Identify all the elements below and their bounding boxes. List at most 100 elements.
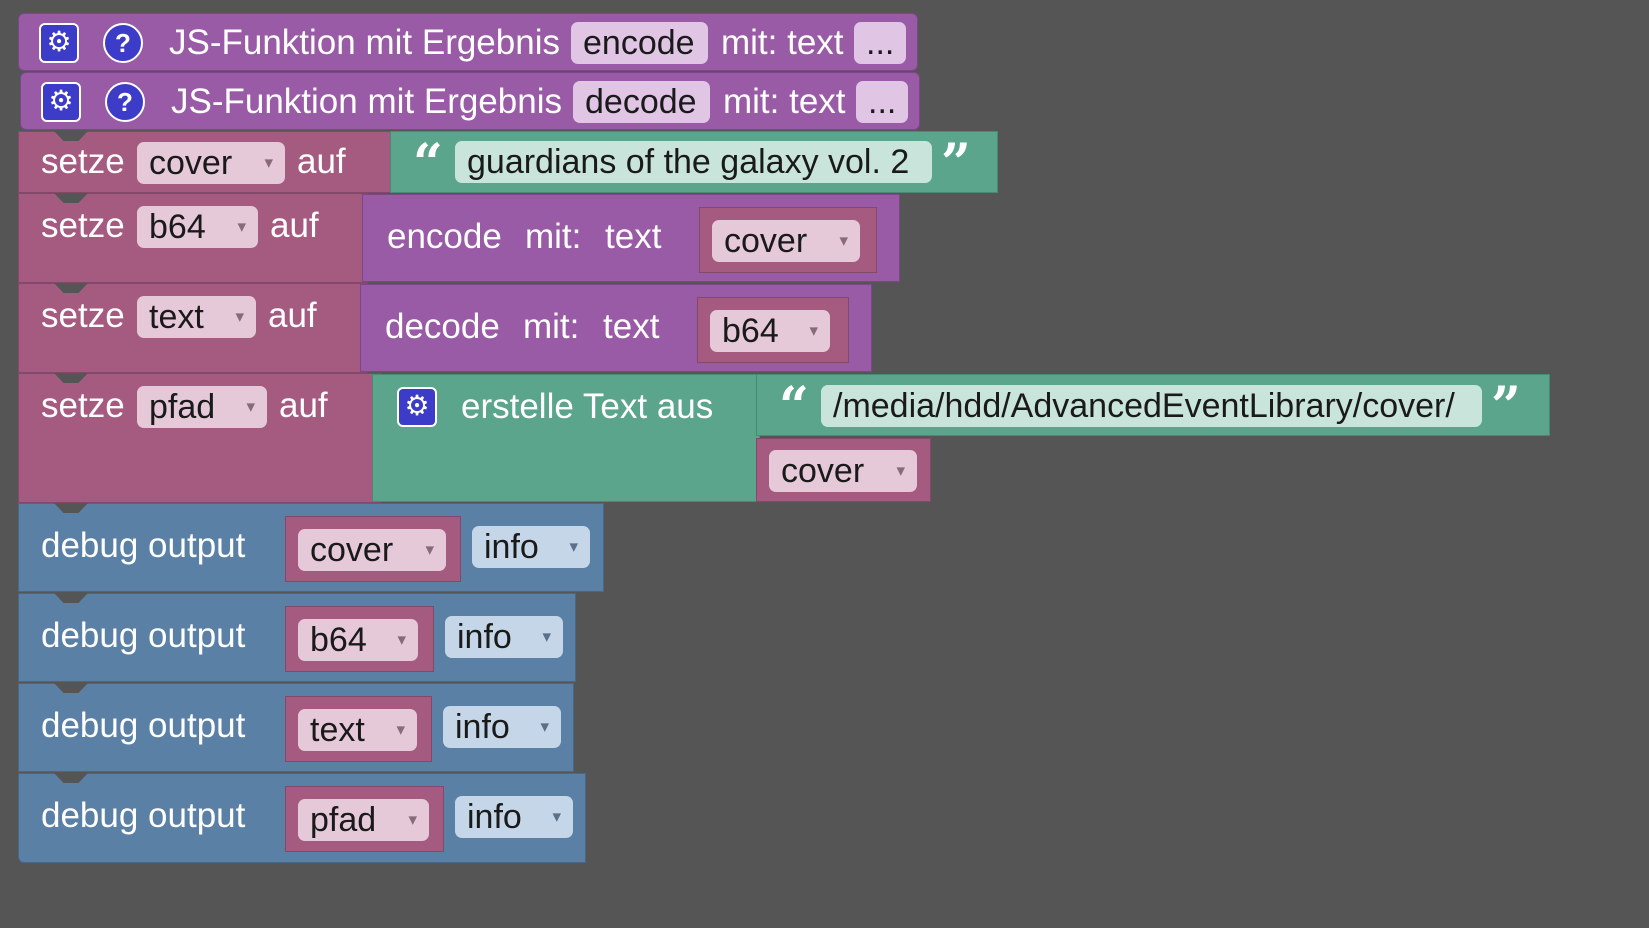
debug-label: debug output (41, 616, 246, 655)
debug-output-block[interactable]: debug output pfad ▾ info ▾ (18, 773, 586, 863)
procedure-params: mit: text (723, 82, 846, 121)
set-variable-block[interactable]: setze pfad ▾ auf (18, 373, 382, 503)
procedure-params: mit: text (721, 23, 844, 62)
function-name: encode (387, 217, 502, 256)
debug-output-block[interactable]: debug output b64 ▾ info ▾ (18, 593, 576, 682)
log-level-dropdown[interactable]: info ▾ (443, 706, 561, 748)
debug-output-block[interactable]: debug output text ▾ info ▾ (18, 683, 574, 772)
block-notch (54, 131, 88, 141)
set-variable-block[interactable]: setze b64 ▾ auf (18, 193, 368, 283)
variable-name: pfad (149, 388, 216, 426)
variable-dropdown[interactable]: cover ▾ (298, 529, 446, 571)
procedure-label: JS-Funktion mit Ergebnis (171, 82, 562, 121)
log-level: info (455, 708, 510, 746)
variable-block[interactable]: pfad ▾ (285, 786, 444, 852)
function-name: decode (385, 307, 500, 346)
setze-label: setze (41, 142, 125, 181)
join-label: erstelle Text aus (461, 387, 714, 426)
variable-name: cover (724, 222, 808, 260)
gear-icon[interactable]: ⚙ (397, 387, 437, 427)
variable-name: b64 (310, 621, 367, 659)
setze-label: setze (41, 386, 125, 425)
variable-block[interactable]: cover ▾ (756, 438, 931, 502)
variable-name: pfad (310, 801, 377, 839)
text-block[interactable]: “ guardians of the galaxy vol. 2 ” (390, 131, 998, 193)
string-field[interactable]: /media/hdd/AdvancedEventLibrary/cover/ (821, 385, 1482, 427)
auf-label: auf (268, 296, 317, 335)
dropdown-arrow-icon: ▾ (264, 153, 273, 172)
log-level-dropdown[interactable]: info ▾ (445, 616, 563, 658)
open-quote-icon: “ (413, 133, 443, 194)
mit-label: mit: (523, 307, 580, 346)
dropdown-arrow-icon: ▾ (809, 321, 818, 340)
variable-name: cover (781, 452, 865, 490)
variable-name: b64 (722, 312, 779, 350)
auf-label: auf (279, 386, 328, 425)
variable-dropdown[interactable]: pfad ▾ (137, 386, 267, 428)
variable-dropdown[interactable]: cover ▾ (769, 450, 917, 492)
debug-label: debug output (41, 526, 246, 565)
dropdown-arrow-icon: ▾ (540, 717, 549, 736)
function-call-block[interactable]: decode mit: text b64 ▾ (360, 284, 872, 372)
procedure-more-button[interactable]: ... (854, 22, 906, 64)
text-join-block[interactable]: ⚙ erstelle Text aus (372, 374, 760, 502)
variable-dropdown[interactable]: cover ▾ (712, 220, 860, 262)
variable-dropdown[interactable]: b64 ▾ (710, 310, 830, 352)
text-block[interactable]: “ /media/hdd/AdvancedEventLibrary/cover/… (756, 374, 1550, 436)
function-call-block[interactable]: encode mit: text cover ▾ (362, 194, 900, 282)
dropdown-arrow-icon: ▾ (839, 231, 848, 250)
help-icon[interactable]: ? (103, 23, 143, 63)
dropdown-arrow-icon: ▾ (397, 630, 406, 649)
open-quote-icon: “ (779, 376, 809, 437)
dropdown-arrow-icon: ▾ (896, 461, 905, 480)
variable-block[interactable]: b64 ▾ (697, 297, 849, 363)
procedure-more-button[interactable]: ... (856, 81, 908, 123)
dropdown-arrow-icon: ▾ (569, 537, 578, 556)
variable-dropdown[interactable]: text ▾ (298, 709, 417, 751)
dropdown-arrow-icon: ▾ (408, 810, 417, 829)
string-field[interactable]: guardians of the galaxy vol. 2 (455, 141, 932, 183)
variable-dropdown[interactable]: text ▾ (137, 296, 256, 338)
log-level-dropdown[interactable]: info ▾ (472, 526, 590, 568)
variable-name: cover (149, 144, 233, 182)
mit-label: mit: (525, 217, 582, 256)
auf-label: auf (270, 206, 319, 245)
set-variable-block[interactable]: setze text ▾ auf (18, 283, 368, 373)
variable-block[interactable]: text ▾ (285, 696, 432, 762)
variable-name: text (310, 711, 365, 749)
log-level: info (457, 618, 512, 656)
procedure-name-field[interactable]: encode (571, 22, 708, 64)
debug-output-block[interactable]: debug output cover ▾ info ▾ (18, 503, 604, 592)
block-notch (54, 283, 88, 293)
variable-name: cover (310, 531, 394, 569)
block-notch (54, 193, 88, 203)
dropdown-arrow-icon: ▾ (235, 307, 244, 326)
variable-block[interactable]: cover ▾ (699, 207, 877, 273)
dropdown-arrow-icon: ▾ (425, 540, 434, 559)
procedure-block-decode[interactable]: ⚙ ? JS-Funktion mit Ergebnis decode mit:… (20, 72, 920, 130)
auf-label: auf (297, 142, 346, 181)
setze-label: setze (41, 296, 125, 335)
variable-block[interactable]: cover ▾ (285, 516, 461, 582)
log-level: info (484, 528, 539, 566)
procedure-block-encode[interactable]: ⚙ ? JS-Funktion mit Ergebnis encode mit:… (18, 13, 918, 71)
set-variable-block[interactable]: setze cover ▾ auf (18, 131, 398, 193)
variable-dropdown[interactable]: b64 ▾ (298, 619, 418, 661)
help-icon[interactable]: ? (105, 82, 145, 122)
variable-block[interactable]: b64 ▾ (285, 606, 434, 672)
dropdown-arrow-icon: ▾ (542, 627, 551, 646)
variable-dropdown[interactable]: cover ▾ (137, 142, 285, 184)
param-label: text (605, 217, 662, 256)
close-quote-icon: ” (1491, 376, 1521, 437)
procedure-name-field[interactable]: decode (573, 81, 710, 123)
block-notch (54, 773, 88, 783)
dropdown-arrow-icon: ▾ (237, 217, 246, 236)
setze-label: setze (41, 206, 125, 245)
gear-icon[interactable]: ⚙ (39, 23, 79, 63)
variable-dropdown[interactable]: b64 ▾ (137, 206, 258, 248)
gear-icon[interactable]: ⚙ (41, 82, 81, 122)
block-notch (54, 683, 88, 693)
variable-dropdown[interactable]: pfad ▾ (298, 799, 429, 841)
close-quote-icon: ” (941, 133, 971, 194)
log-level-dropdown[interactable]: info ▾ (455, 796, 573, 838)
